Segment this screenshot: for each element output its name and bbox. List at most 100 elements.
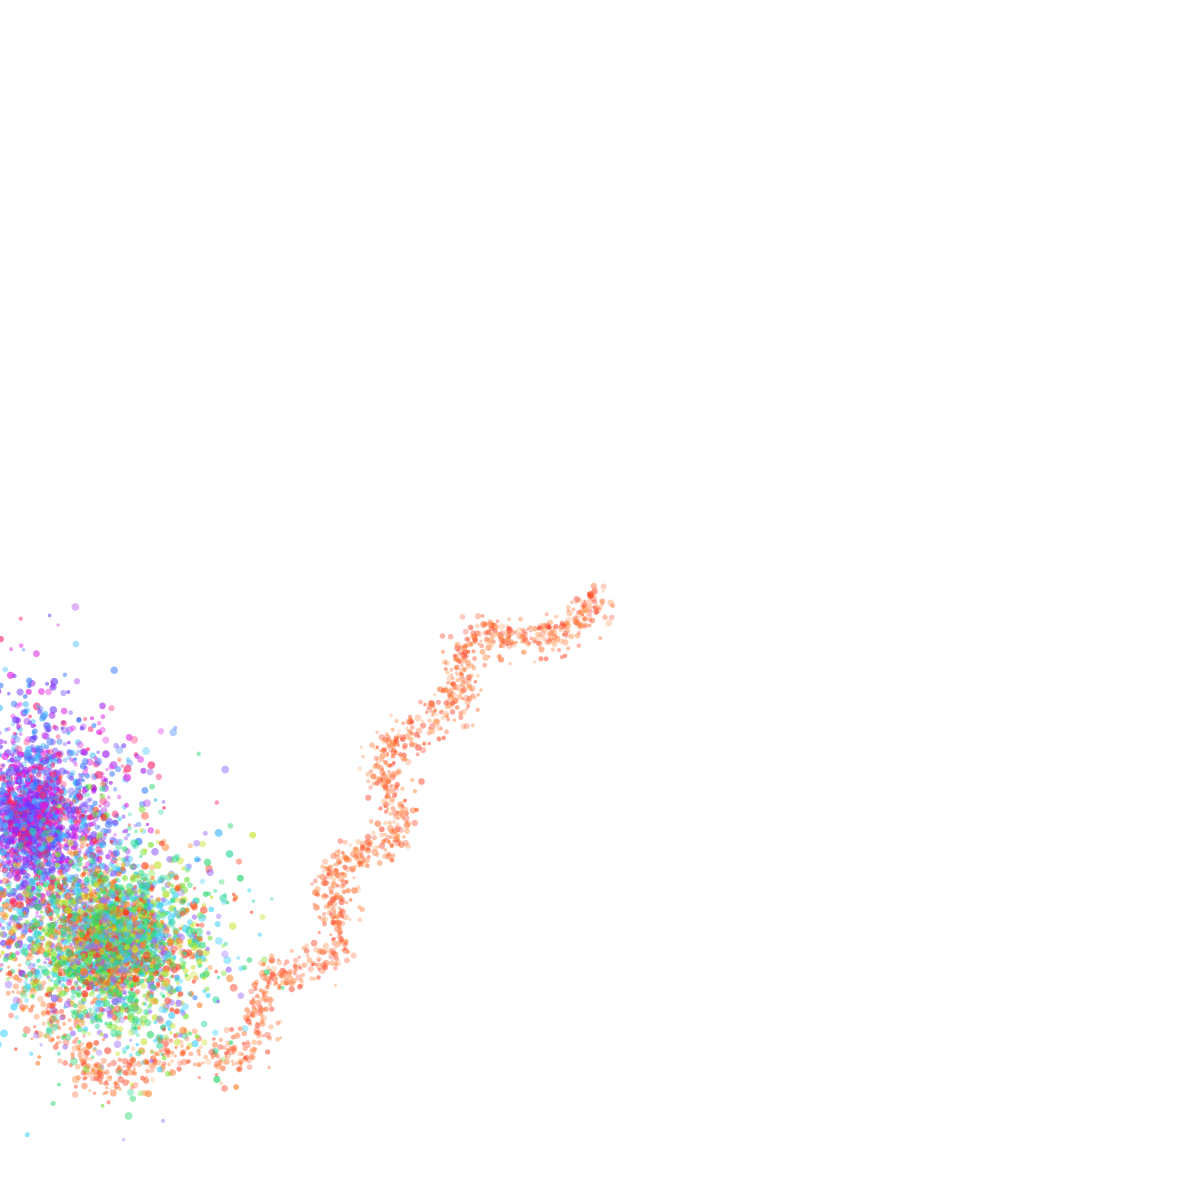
- purple-particle: [53, 759, 59, 765]
- trail-particle: [447, 688, 454, 695]
- trail-particle: [576, 643, 582, 648]
- trail-particle: [367, 841, 373, 848]
- trail-particle: [355, 852, 362, 860]
- purple-particle: [20, 864, 27, 871]
- trail-particle: [456, 688, 460, 692]
- purple-particle: [2, 666, 9, 673]
- trail-particle: [331, 881, 338, 889]
- purple-particle: [192, 995, 198, 1001]
- purple-particle: [63, 862, 71, 870]
- trail-particle: [392, 820, 397, 824]
- trail-particle: [373, 755, 379, 761]
- trail-particle: [261, 1007, 266, 1011]
- trail-particle: [380, 767, 385, 772]
- trail-particle: [251, 1039, 257, 1045]
- trail-particle: [465, 654, 470, 658]
- trail-particle: [460, 679, 466, 686]
- trail-particle: [395, 822, 400, 827]
- trail-particle: [340, 883, 345, 889]
- purple-particle: [8, 765, 14, 772]
- trail-particle: [257, 1007, 265, 1014]
- trail-particle: [324, 894, 328, 898]
- trail-particle: [332, 951, 339, 958]
- purple-particle: [61, 797, 67, 804]
- trail-particle: [599, 606, 603, 610]
- purple-particle: [105, 767, 109, 772]
- trail-particle: [55, 1041, 59, 1045]
- trail-particle: [259, 996, 262, 1000]
- trail-particle: [343, 939, 349, 945]
- trail-particle: [476, 693, 480, 697]
- trail-particle: [81, 1059, 87, 1065]
- trail-particle: [269, 971, 276, 978]
- purple-particle: [80, 808, 86, 814]
- purple-particle: [45, 688, 52, 696]
- trail-particle: [449, 667, 454, 672]
- trail-particle: [61, 1021, 67, 1027]
- purple-particle: [53, 789, 57, 794]
- trail-particle: [37, 995, 44, 1003]
- trail-particle: [605, 620, 613, 627]
- purple-particle: [5, 845, 10, 850]
- trail-particle: [184, 1036, 190, 1042]
- trail-particle: [414, 807, 419, 812]
- trail-particle: [334, 961, 339, 967]
- trail-particle: [280, 979, 287, 986]
- purple-particle: [6, 726, 11, 732]
- trail-particle: [479, 643, 485, 649]
- trail-particle: [519, 633, 524, 638]
- trail-particle: [581, 617, 586, 622]
- trail-particle: [390, 727, 395, 732]
- trail-particle: [397, 729, 401, 733]
- trail-particle: [459, 688, 465, 695]
- trail-particle: [598, 636, 603, 641]
- purple-particle: [11, 716, 20, 724]
- trail-particle: [516, 626, 523, 634]
- trail-particle: [291, 977, 297, 984]
- trail-particle: [326, 867, 331, 872]
- purple-particle: [49, 770, 57, 778]
- trail-particle: [393, 832, 400, 839]
- green-particle: [24, 997, 30, 1003]
- trail-particle: [354, 886, 361, 894]
- trail-particle: [312, 902, 317, 907]
- trail-particle: [472, 637, 479, 644]
- trail-particle: [521, 649, 528, 655]
- trail-particle: [329, 933, 333, 937]
- purple-particle: [65, 806, 73, 814]
- trail-particle: [274, 981, 278, 985]
- trail-particle: [89, 1057, 93, 1061]
- trail-particle: [149, 1077, 155, 1083]
- trail-particle: [582, 616, 587, 621]
- purple-particle: [214, 828, 223, 837]
- trail-particle: [577, 630, 582, 635]
- trail-particle: [460, 723, 467, 730]
- trail-particle: [276, 971, 282, 976]
- trail-particle: [250, 1054, 256, 1061]
- purple-particle: [124, 802, 129, 808]
- trail-particle: [12, 983, 20, 990]
- trail-particle: [334, 959, 342, 967]
- trail-particle: [482, 654, 490, 661]
- trail-particle: [330, 852, 337, 860]
- trail-particle: [374, 762, 379, 767]
- trail-particle: [586, 613, 589, 617]
- purple-particle: [1, 796, 8, 803]
- trail-particle: [369, 742, 375, 748]
- trail-particle: [388, 829, 395, 835]
- trail-particle: [404, 811, 410, 816]
- purple-particle: [72, 640, 80, 648]
- trail-particle: [383, 838, 388, 843]
- trail-particle: [474, 623, 480, 629]
- trail-particle: [317, 949, 322, 955]
- purple-particle: [112, 819, 118, 826]
- trail-particle: [41, 1009, 47, 1016]
- trail-particle: [338, 860, 342, 864]
- trail-particle: [305, 953, 310, 958]
- trail-particle: [449, 709, 456, 715]
- green-particle: [235, 858, 243, 865]
- trail-particle: [98, 1073, 105, 1080]
- trail-particle: [153, 1062, 158, 1067]
- trail-particle: [307, 966, 314, 973]
- trail-particle: [283, 975, 289, 980]
